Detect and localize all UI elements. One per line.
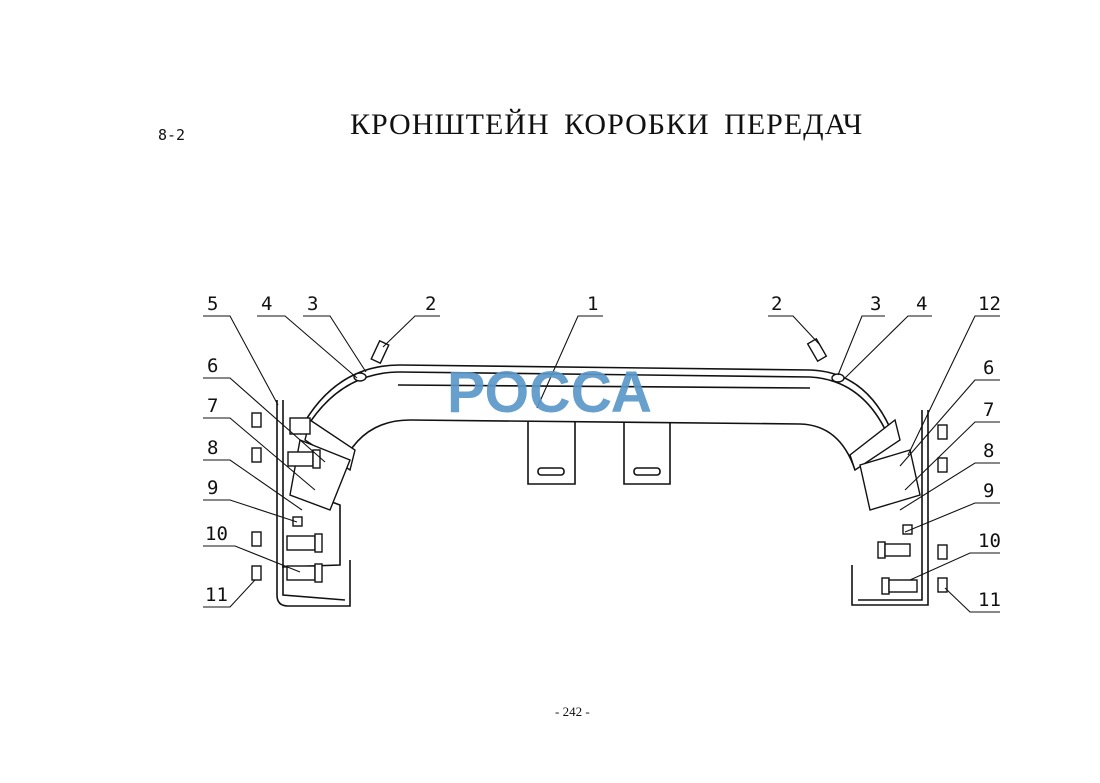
callout-left-6: 6 <box>207 355 218 377</box>
callout-left-8: 8 <box>207 437 218 459</box>
callout-right-6: 6 <box>983 357 994 379</box>
callout-right-10: 10 <box>978 530 1001 552</box>
leader-lines <box>203 315 1000 613</box>
callout-right-3: 3 <box>870 293 881 315</box>
callout-left-3: 3 <box>307 293 318 315</box>
page-number: - 242 - <box>555 704 590 719</box>
crossmember <box>299 364 896 471</box>
callout-right-7: 7 <box>983 399 994 421</box>
callout-right-2: 2 <box>771 293 782 315</box>
callout-left-7: 7 <box>207 395 218 417</box>
center-hangers <box>527 422 671 485</box>
callout-left-5: 5 <box>207 293 218 315</box>
callout-left-10: 10 <box>205 523 228 545</box>
callout-left-11: 11 <box>205 584 228 606</box>
watermark-logo: РОССА <box>447 360 652 425</box>
section-number: 8-2 <box>158 126 186 144</box>
callout-left-2: 2 <box>425 293 436 315</box>
left-bracket <box>251 339 390 607</box>
callout-right-12: 12 <box>978 293 1001 315</box>
callout-left-9: 9 <box>207 477 218 499</box>
page-title: КРОНШТЕЙН КОРОБКИ ПЕРЕДАЧ <box>350 108 864 141</box>
callout-right-8: 8 <box>983 440 994 462</box>
callout-right-11: 11 <box>978 589 1001 611</box>
right-bracket <box>806 337 948 606</box>
callout-center-1: 1 <box>587 293 598 315</box>
callout-right-9: 9 <box>983 480 994 502</box>
callout-left-4: 4 <box>261 293 272 315</box>
callout-right-4: 4 <box>916 293 927 315</box>
